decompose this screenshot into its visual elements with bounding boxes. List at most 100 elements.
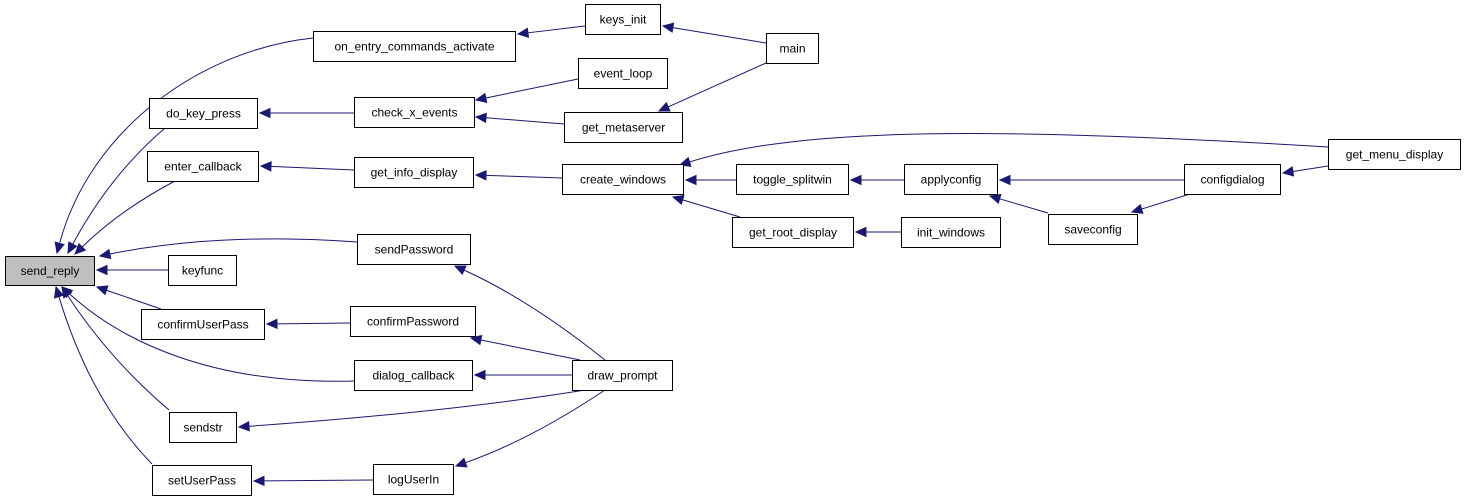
edge-draw_prompt-to-confirmPassword — [469, 334, 581, 361]
node-confirmPassword[interactable]: confirmPassword — [350, 306, 476, 337]
node-box[interactable] — [354, 97, 475, 128]
node-toggle_splitwin[interactable]: toggle_splitwin — [736, 164, 849, 195]
node-confirmUserPass[interactable]: confirmUserPass — [141, 309, 265, 340]
node-box[interactable] — [357, 234, 471, 265]
node-box[interactable] — [766, 33, 819, 64]
edge-get_metaserver-to-check_x_events — [474, 112, 565, 125]
arrowhead — [671, 194, 685, 206]
node-box[interactable] — [141, 309, 265, 340]
node-sendPassword[interactable]: sendPassword — [357, 234, 471, 265]
edge-line — [463, 269, 606, 361]
node-label: applyconfig — [921, 173, 982, 187]
node-keyfunc[interactable]: keyfunc — [168, 255, 237, 286]
node-on_entry_commands_activate[interactable]: on_entry_commands_activate — [313, 31, 516, 62]
node-box[interactable] — [149, 98, 258, 129]
node-draw_prompt[interactable]: draw_prompt — [572, 360, 673, 391]
node-box[interactable] — [736, 164, 849, 195]
edge-line — [485, 78, 579, 99]
edge-create_windows-to-get_info_display — [474, 170, 563, 181]
arrowhead — [474, 92, 488, 104]
node-box[interactable] — [1184, 164, 1281, 195]
edge-get_menu_display-to-create_windows — [678, 132, 1329, 167]
arrowhead — [252, 475, 265, 487]
node-box[interactable] — [147, 151, 259, 182]
node-box[interactable] — [5, 256, 95, 286]
edge-line — [1141, 193, 1191, 210]
node-enter_callback[interactable]: enter_callback — [147, 151, 259, 182]
node-applyconfig[interactable]: applyconfig — [904, 164, 998, 195]
arrowhead — [258, 107, 271, 119]
node-label: saveconfig — [1064, 223, 1121, 237]
node-send_reply[interactable]: send_reply — [5, 256, 95, 286]
arrowhead — [54, 241, 65, 255]
arrowhead — [1281, 166, 1295, 177]
node-main[interactable]: main — [766, 33, 819, 64]
node-layer: send_reply on_entry_commands_activate keys… — [5, 4, 1461, 496]
node-label: setUserPass — [168, 474, 236, 488]
node-sendstr[interactable]: sendstr — [169, 412, 237, 443]
node-check_x_events[interactable]: check_x_events — [354, 97, 475, 128]
node-box[interactable] — [354, 360, 473, 391]
arrowhead — [454, 457, 468, 468]
node-label: toggle_splitwin — [753, 173, 832, 187]
node-label: do_key_press — [166, 107, 241, 121]
node-label: enter_callback — [164, 160, 242, 174]
node-box[interactable] — [562, 164, 684, 195]
edge-on_entry_commands_activate-to-send_reply — [54, 37, 314, 255]
node-box[interactable] — [168, 255, 237, 286]
edge-keys_init-to-on_entry_commands_activate — [516, 25, 586, 38]
edge-sendPassword-to-send_reply — [98, 238, 358, 260]
arrowhead — [657, 101, 671, 112]
edge-setUserPass-to-send_reply — [53, 285, 153, 465]
arrowhead — [95, 285, 109, 296]
edge-line — [480, 339, 581, 361]
node-box[interactable] — [732, 217, 854, 248]
arrowhead — [74, 242, 87, 255]
node-box[interactable] — [350, 306, 476, 337]
edge-saveconfig-to-applyconfig — [988, 193, 1049, 214]
node-get_menu_display[interactable]: get_menu_display — [1328, 139, 1461, 170]
node-box[interactable] — [585, 4, 661, 35]
arrowhead — [854, 226, 867, 238]
node-init_windows[interactable]: init_windows — [901, 217, 1001, 248]
node-logUserIn[interactable]: logUserIn — [373, 464, 454, 495]
node-label: keys_init — [600, 13, 647, 27]
node-box[interactable] — [564, 112, 683, 143]
node-box[interactable] — [1048, 214, 1138, 245]
edge-line — [58, 296, 153, 465]
node-box[interactable] — [901, 217, 1001, 248]
edge-confirmPassword-to-confirmUserPass — [265, 318, 351, 330]
arrowhead — [95, 264, 108, 276]
node-box[interactable] — [169, 412, 237, 443]
node-create_windows[interactable]: create_windows — [562, 164, 684, 195]
node-box[interactable] — [373, 464, 454, 495]
node-get_metaserver[interactable]: get_metaserver — [564, 112, 683, 143]
node-saveconfig[interactable]: saveconfig — [1048, 214, 1138, 245]
node-label: logUserIn — [388, 473, 439, 487]
edge-line — [69, 293, 355, 382]
node-do_key_press[interactable]: do_key_press — [149, 98, 258, 129]
arrowhead — [988, 193, 1002, 205]
node-event_loop[interactable]: event_loop — [578, 58, 668, 89]
edge-configdialog-to-applyconfig — [998, 174, 1184, 186]
node-box[interactable] — [354, 157, 474, 188]
node-box[interactable] — [578, 58, 668, 89]
edge-line — [248, 389, 586, 427]
node-configdialog[interactable]: configdialog — [1184, 164, 1281, 195]
node-box[interactable] — [1328, 139, 1461, 170]
node-box[interactable] — [572, 360, 673, 391]
node-label: check_x_events — [371, 106, 457, 120]
node-label: event_loop — [594, 67, 653, 81]
node-box[interactable] — [904, 164, 998, 195]
edge-line — [81, 180, 176, 248]
node-keys_init[interactable]: keys_init — [585, 4, 661, 35]
node-dialog_callback[interactable]: dialog_callback — [354, 360, 473, 391]
node-box[interactable] — [152, 465, 252, 496]
node-setUserPass[interactable]: setUserPass — [152, 465, 252, 496]
node-get_root_display[interactable]: get_root_display — [732, 217, 854, 248]
arrowhead — [849, 174, 862, 186]
edge-draw_prompt-to-dialog_callback — [473, 369, 572, 381]
node-get_info_display[interactable]: get_info_display — [354, 157, 474, 188]
arrowhead — [516, 27, 530, 38]
node-box[interactable] — [313, 31, 516, 62]
